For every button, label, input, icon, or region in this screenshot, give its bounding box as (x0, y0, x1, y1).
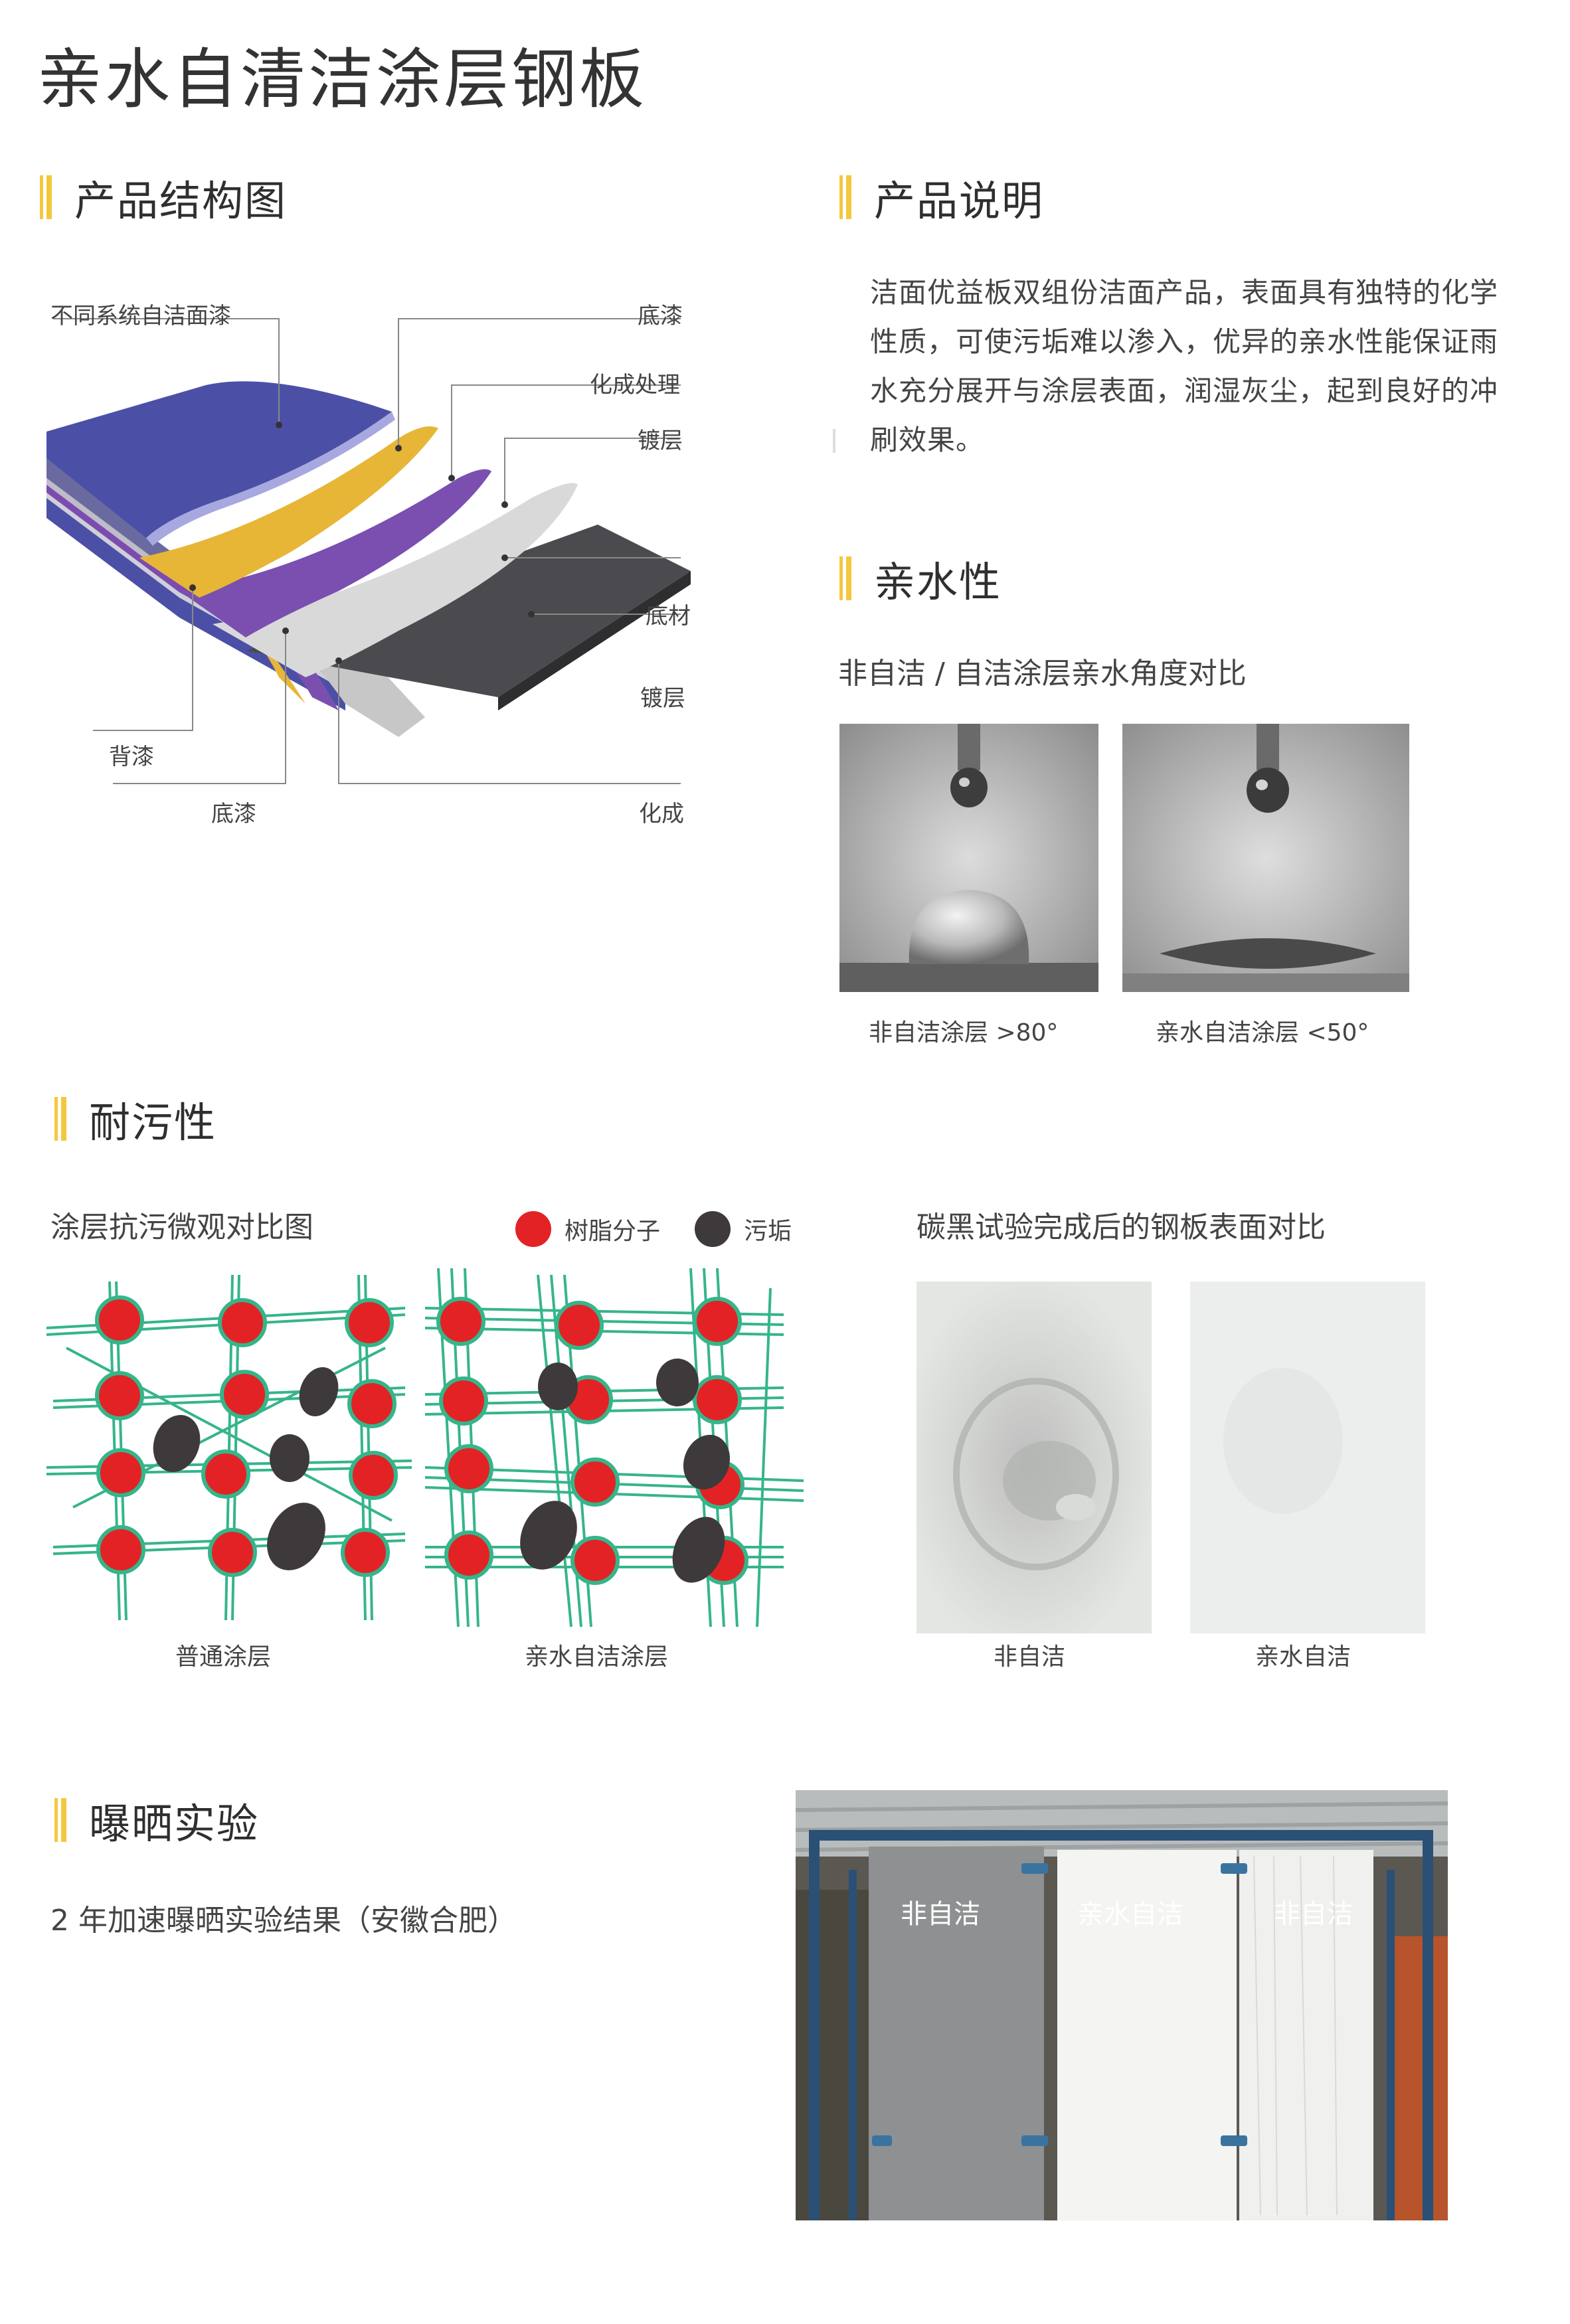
section-stain-heading: 耐污性 (54, 1089, 217, 1149)
exposure-subtitle: 2 年加速曝晒实验结果（安徽合肥） (50, 1904, 517, 1938)
carbon-test-photo-hydrophilic (1190, 1282, 1425, 1633)
leader-dots (189, 422, 535, 664)
caption-droplet-nonclean: 非自洁涂层 >80° (869, 1019, 1059, 1046)
stain-subtitle-left: 涂层抗污微观对比图 (50, 1210, 313, 1244)
section-hydrophilic-heading: 亲水性 (839, 548, 1002, 608)
chem-layer (179, 469, 491, 637)
label-substrate: 底材 (646, 603, 691, 629)
label-topcoat: 不同系统自洁面漆 (50, 303, 231, 329)
label-plating-bottom: 镀层 (640, 685, 685, 712)
label-plating-top: 镀层 (638, 428, 683, 454)
section-marker (839, 175, 851, 219)
hydrophilic-coating-network (425, 1268, 804, 1627)
plating-layer (213, 483, 578, 677)
section-marker (839, 556, 851, 600)
section-exposure-title: 曝晒实验 (89, 1799, 260, 1848)
primer-layer (139, 426, 438, 598)
section-description-title: 产品说明 (874, 177, 1045, 225)
section-hydrophilic-title: 亲水性 (874, 558, 1002, 606)
page-title: 亲水自清洁涂层钢板 (37, 42, 648, 118)
caption-normal-coating: 普通涂层 (175, 1643, 272, 1671)
caption-photo-nonclean: 非自洁 (994, 1643, 1066, 1671)
exposure-panel-label-3: 非自洁 (1274, 1899, 1353, 1930)
section-description-heading: 产品说明 (839, 167, 1044, 227)
text-marker (833, 429, 835, 453)
label-primer-top: 底漆 (638, 303, 683, 329)
topcoat-layer (46, 381, 392, 538)
substrate-layer (246, 525, 691, 697)
section-exposure-heading: 曝晒实验 (54, 1790, 259, 1850)
leader-lines (53, 318, 681, 784)
carbon-test-photo-nonclean (916, 1282, 1152, 1633)
droplet-photo-hydrophilic (1122, 724, 1409, 992)
normal-coating-network (46, 1274, 412, 1621)
section-marker (54, 1798, 66, 1842)
bottom-primer-curl (199, 571, 305, 704)
section-structure-title: 产品结构图 (74, 177, 288, 225)
section-marker (40, 175, 52, 219)
exposure-photo (796, 1790, 1448, 2220)
section-structure-heading: 产品结构图 (40, 167, 287, 227)
legend-dirt-label: 污垢 (744, 1218, 792, 1245)
exposure-panel-label-1: 非自洁 (901, 1899, 980, 1930)
layer-structure-diagram (46, 318, 691, 784)
legend-resin-label: 树脂分子 (565, 1218, 661, 1245)
section-marker (54, 1097, 66, 1141)
caption-hydrophilic-coating: 亲水自洁涂层 (525, 1643, 669, 1671)
label-chem-bottom: 化成 (639, 801, 684, 827)
legend-resin-swatch (515, 1211, 551, 1247)
product-description: 洁面优益板双组份洁面产品，表面具有独特的化学性质，可使污垢难以渗入，优异的亲水性… (870, 276, 1499, 456)
legend-dirt-swatch (695, 1211, 731, 1247)
stain-subtitle-right: 碳黑试验完成后的钢板表面对比 (916, 1210, 1326, 1244)
section-stain-title: 耐污性 (89, 1098, 217, 1147)
topcoat-edge (146, 412, 395, 546)
caption-photo-hydrophilic: 亲水自洁 (1255, 1643, 1352, 1671)
hydrophilic-subtitle: 非自洁 / 自洁涂层亲水角度对比 (838, 657, 1247, 691)
label-primer-bottom: 底漆 (211, 801, 256, 827)
label-backcoat: 背漆 (109, 744, 154, 770)
legend-dirt: 污垢 (695, 1211, 792, 1247)
label-chem-top: 化成处理 (590, 372, 680, 398)
droplet-photo-nonclean (839, 724, 1098, 992)
exposure-panel-label-2: 亲水自洁 (1077, 1899, 1183, 1930)
caption-droplet-hydrophilic: 亲水自洁涂层 <50° (1156, 1019, 1369, 1046)
substrate-edge (498, 571, 691, 710)
legend-resin: 树脂分子 (515, 1211, 660, 1247)
